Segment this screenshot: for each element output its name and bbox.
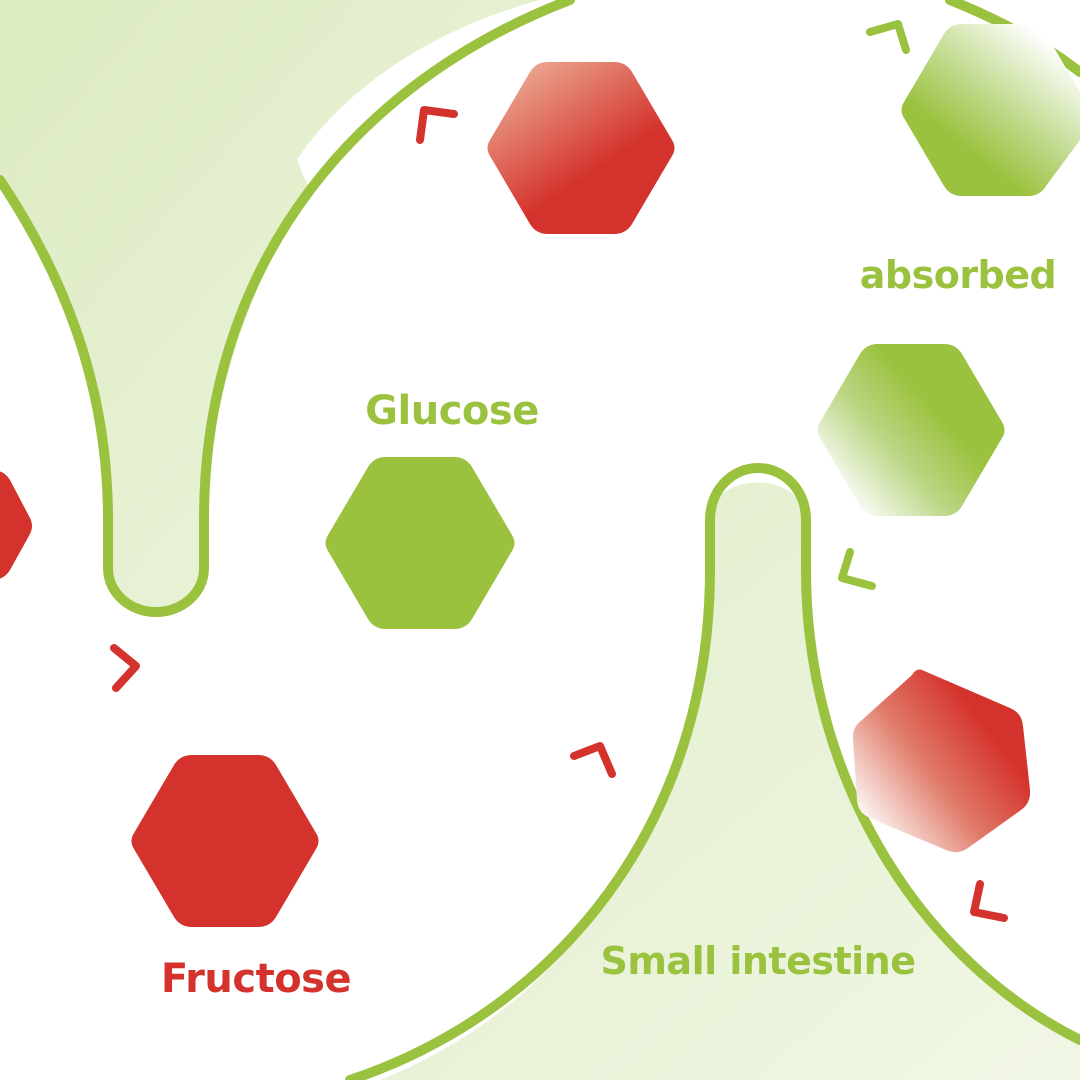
fructose-hexagon-partial-left xyxy=(0,471,32,579)
chevron-icon-green-1 xyxy=(866,20,910,54)
glucose-label: Glucose xyxy=(365,388,539,434)
chevron-icon-red-2 xyxy=(110,644,140,692)
glucose-hexagon-right xyxy=(817,344,1005,516)
intestine-wall-right xyxy=(345,462,1080,1080)
chevron-icon-green-2 xyxy=(838,548,876,590)
glucose-hexagon-main xyxy=(325,457,515,629)
chevron-icon-red-1 xyxy=(416,106,458,144)
glucose-hexagon-topright xyxy=(901,24,1080,196)
absorbed-label: absorbed xyxy=(860,253,1056,297)
small-intestine-label: Small intestine xyxy=(600,939,915,983)
fructose-hexagon-top xyxy=(487,62,675,234)
chevron-icon-red-3 xyxy=(570,742,616,778)
chevron-icon-red-4 xyxy=(970,880,1008,922)
fructose-hexagon-main xyxy=(131,755,319,927)
fructose-label: Fructose xyxy=(161,956,351,1002)
pale-blob-bottom xyxy=(380,482,1080,1080)
intestine-wall-left xyxy=(0,0,575,618)
pale-blob-top xyxy=(0,0,540,610)
fructose-hexagon-bottomright xyxy=(852,669,1031,853)
